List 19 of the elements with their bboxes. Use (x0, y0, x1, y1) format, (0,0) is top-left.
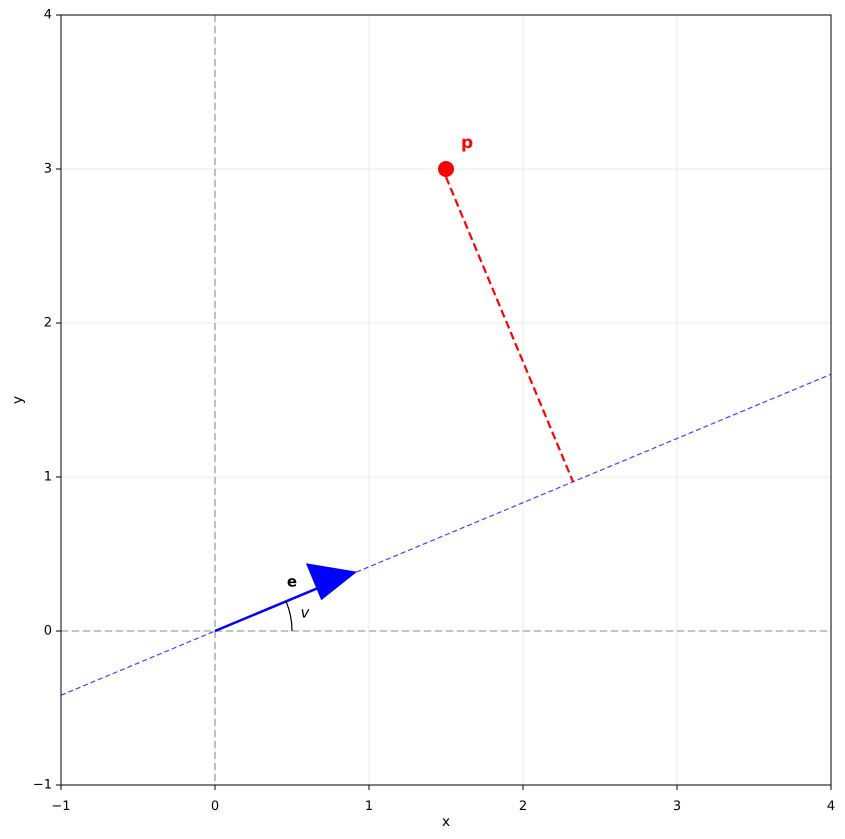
tick-label: 4 (826, 800, 836, 813)
tick-label: −1 (51, 800, 71, 813)
tick-label: 2 (518, 800, 528, 813)
axis-label: x (442, 815, 450, 829)
tick-label: 0 (44, 624, 52, 638)
tick-label: −1 (32, 778, 52, 792)
tick-label: 1 (44, 470, 52, 484)
vector-label: e (286, 574, 298, 590)
tick-label: 1 (364, 800, 374, 813)
point-marker (438, 161, 454, 177)
projection-line (444, 176, 574, 482)
point-label: p (461, 135, 474, 152)
tick-label: 3 (44, 162, 52, 176)
axis-label: y (11, 396, 25, 404)
angle-label: v (300, 606, 310, 620)
tick-label: 4 (44, 8, 52, 22)
tick-label: 2 (44, 316, 52, 330)
tick-label: 0 (210, 800, 220, 813)
tick-label: 3 (672, 800, 682, 813)
